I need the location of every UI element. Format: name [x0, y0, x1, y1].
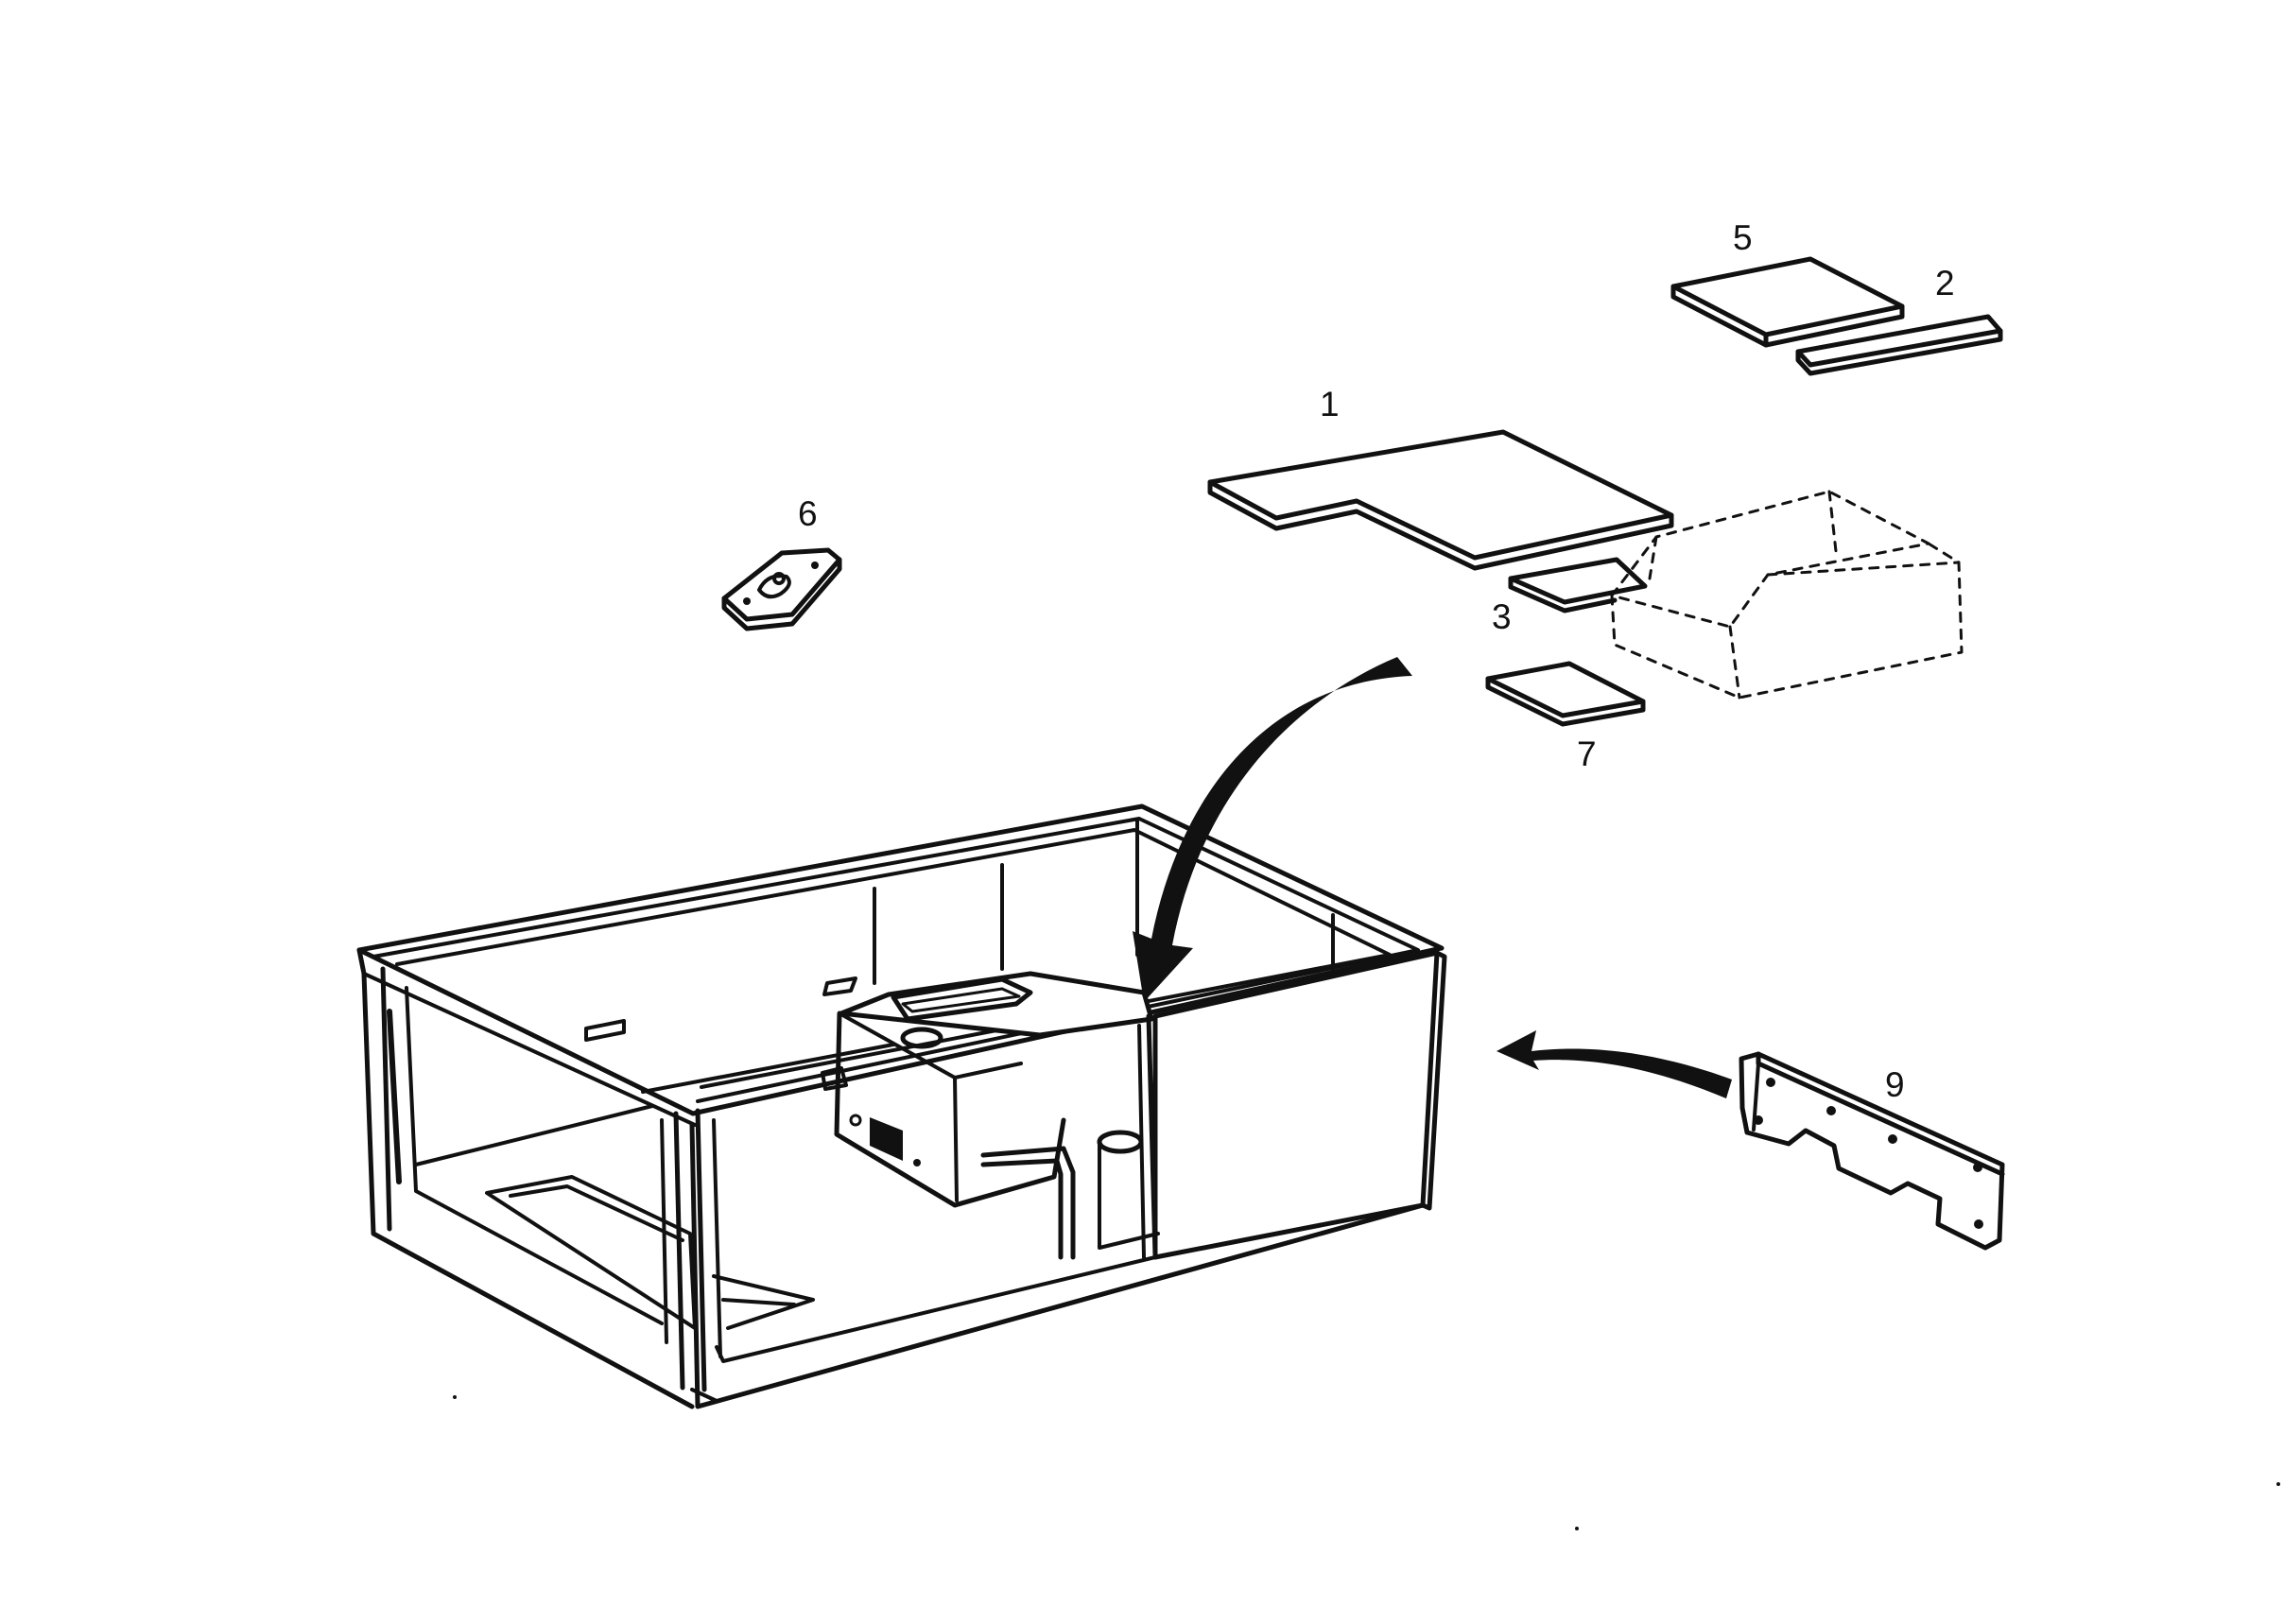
part-3-bar [1508, 557, 1648, 613]
main-cabinet-frame [356, 803, 1447, 1409]
part-label-6: 6 [798, 494, 818, 533]
inner-electronics-unit [821, 971, 1160, 1260]
part-label-3: 3 [1492, 597, 1512, 636]
part-label-2: 2 [1935, 264, 1955, 302]
dashed-reference-box [1610, 490, 1964, 700]
part-9-notched-plate [1739, 1051, 2005, 1251]
part-label-9: 9 [1885, 1065, 1905, 1104]
part-5-pad [1670, 256, 1905, 348]
part-6-bracket [721, 547, 842, 631]
part-label-7: 7 [1577, 734, 1597, 773]
part-label-5: 5 [1733, 218, 1753, 257]
part-7-pad [1485, 661, 1646, 727]
part-2-strip [1795, 314, 2003, 376]
scan-specks [453, 1395, 2280, 1530]
part-label-1: 1 [1320, 385, 1340, 423]
insert-arrow-top-icon [1133, 657, 1412, 1002]
insert-arrow-right-icon [1497, 1030, 1732, 1098]
part-1-plate [1207, 429, 1674, 571]
